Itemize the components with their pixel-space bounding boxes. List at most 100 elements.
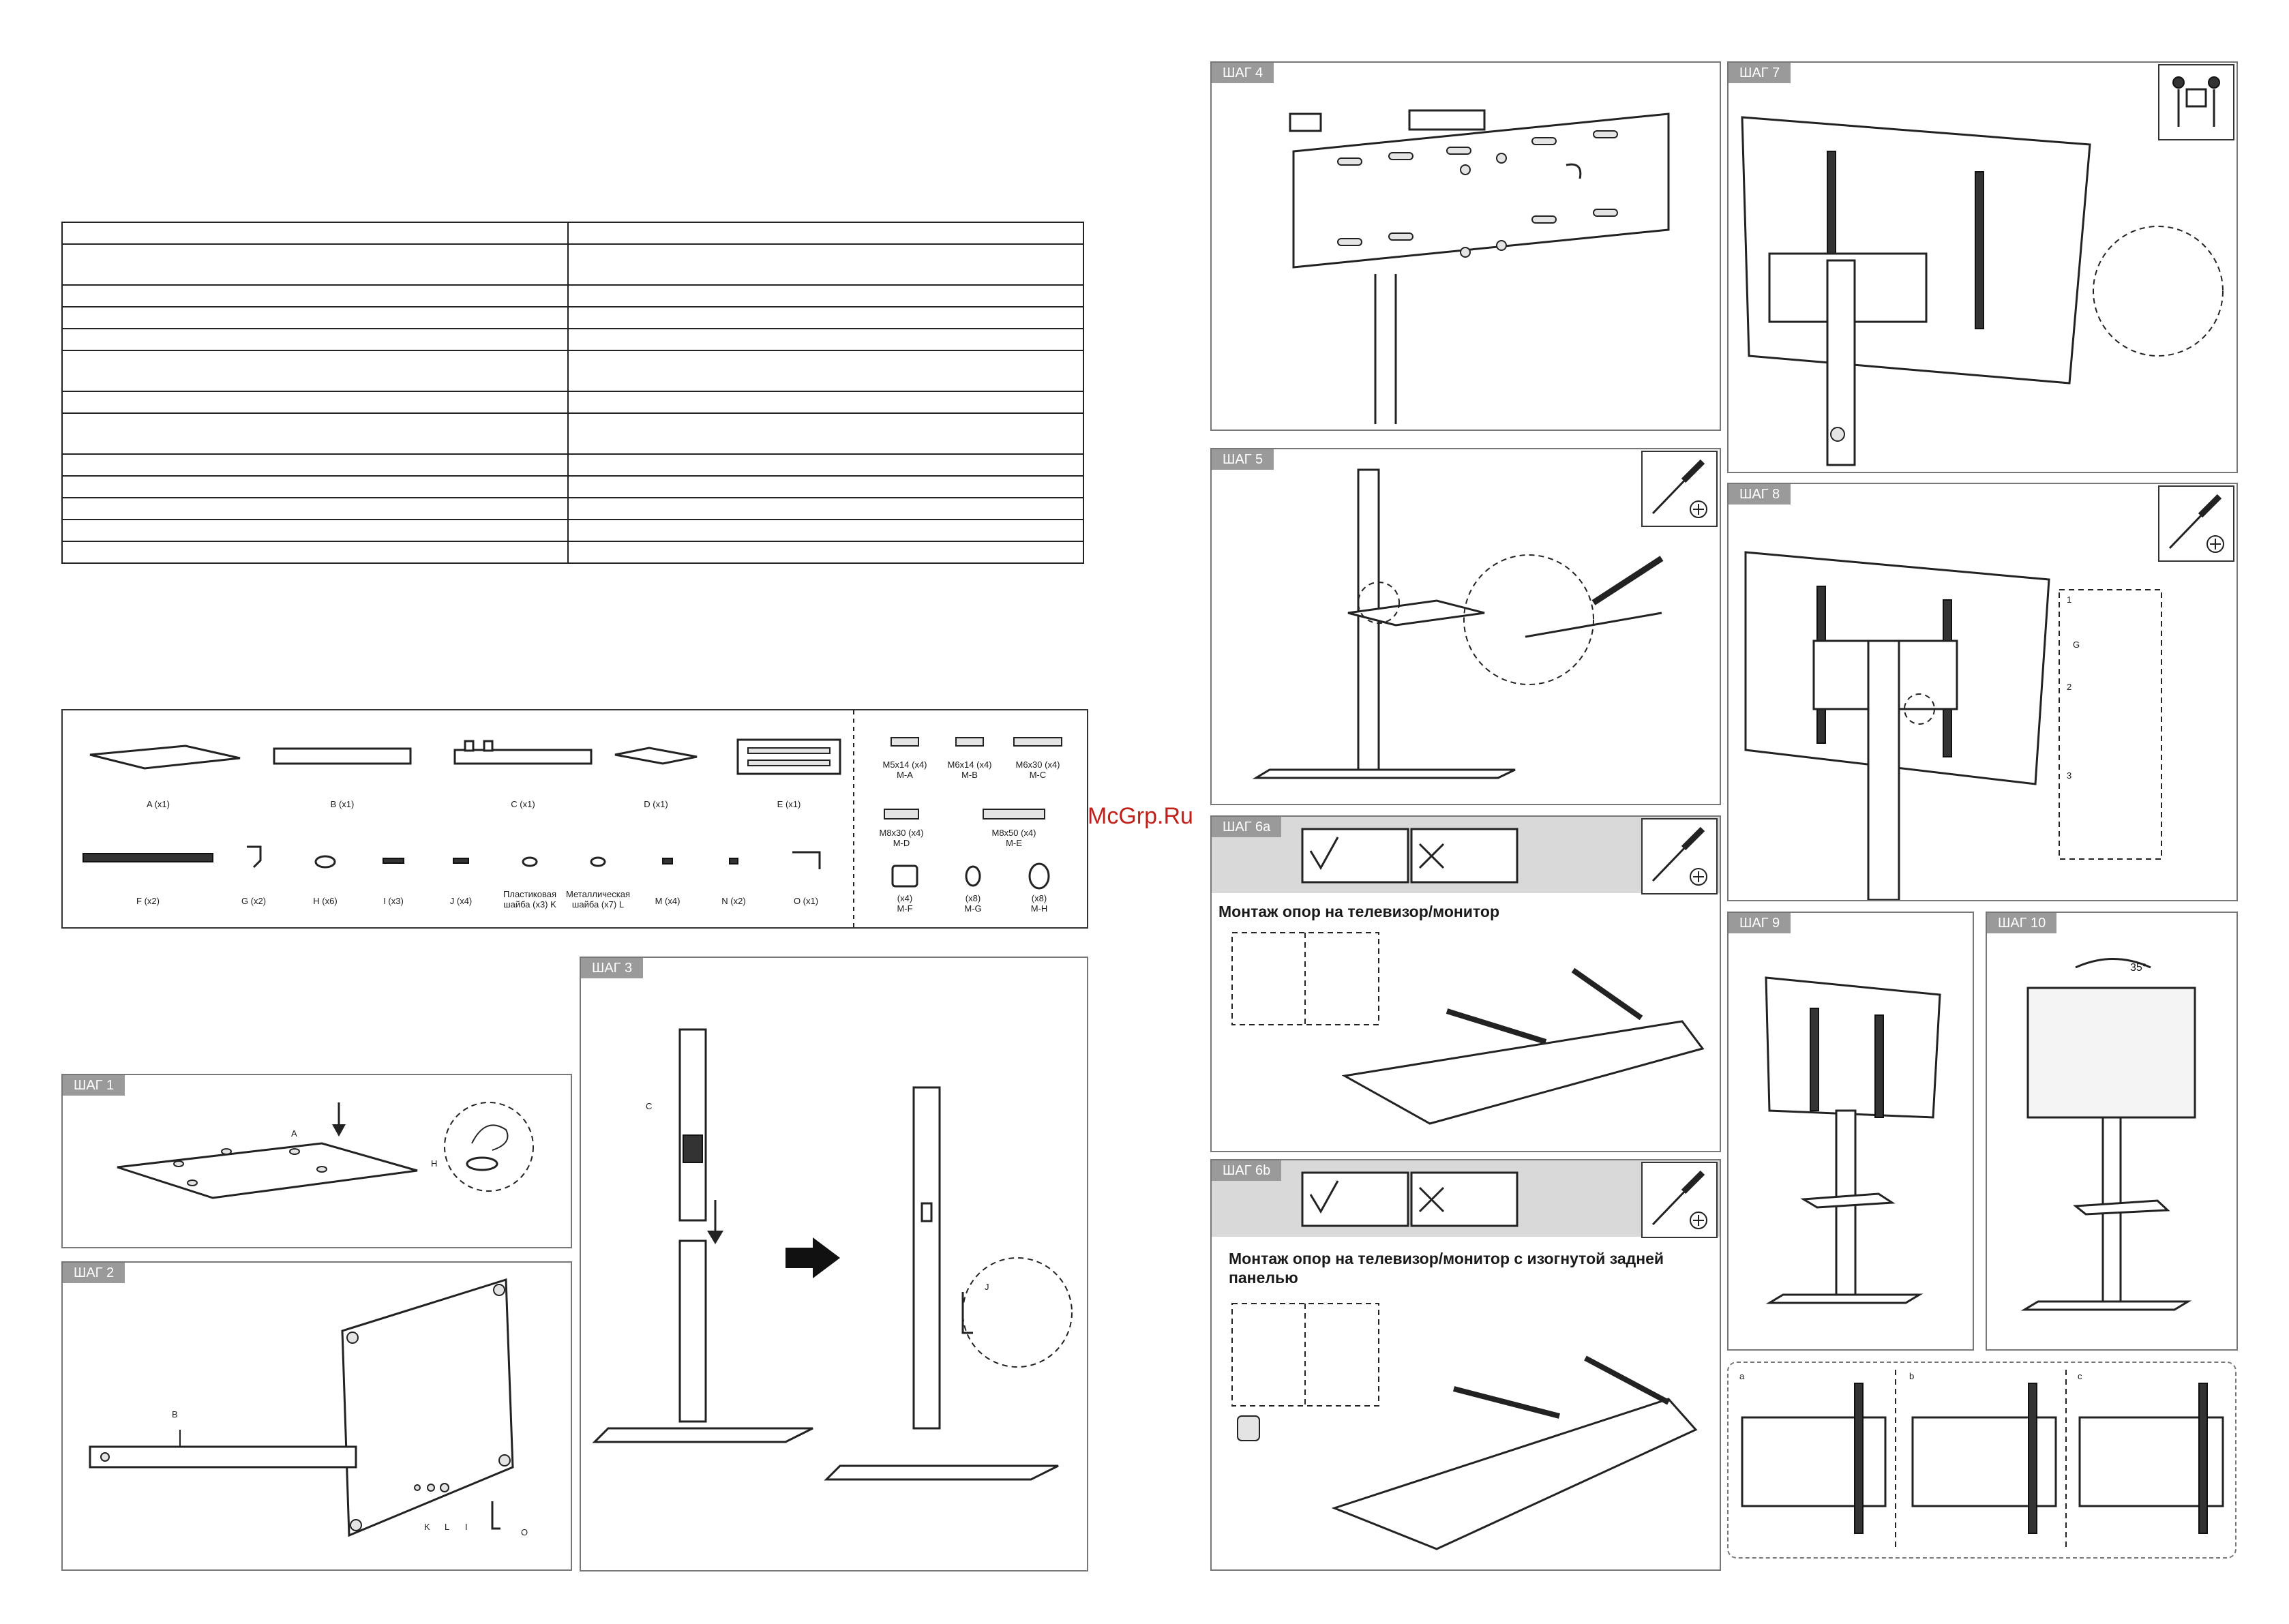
- substep-3: 3: [2067, 770, 2072, 781]
- part-label-d: D (x1): [644, 799, 668, 809]
- spec-table: [61, 222, 1084, 564]
- substeps-drawing: [1741, 1370, 2224, 1550]
- parts-drawings: [83, 710, 1062, 927]
- parts-list-panel: A (x1) B (x1) C (x1) D (x1) E (x1) F (x2…: [61, 709, 1088, 929]
- step-3-panel: ШАГ 3 C J: [580, 957, 1088, 1572]
- step-2-drawing: [89, 1278, 514, 1537]
- check-icon: [1309, 1180, 1339, 1214]
- step-10-panel: ШАГ 10 35°: [1986, 912, 2238, 1351]
- substep-c: c: [2078, 1371, 2082, 1381]
- step-7-drawing: [1741, 116, 2224, 466]
- callout-j: J: [985, 1282, 989, 1292]
- table-row: [61, 453, 1084, 477]
- step-2-panel: ШАГ 2 B K L I O: [61, 1261, 572, 1571]
- step-1-tag: ШАГ 1: [63, 1075, 125, 1096]
- cross-icon: [1418, 843, 1445, 869]
- part-label-m: M (x4): [655, 896, 680, 906]
- part-label-i: I (x3): [383, 896, 404, 906]
- part-label-a: A (x1): [147, 799, 170, 809]
- substep-2: 2: [2067, 682, 2072, 692]
- screwdriver-icon: [1651, 826, 1707, 886]
- step-9-drawing: [1765, 976, 1941, 1304]
- part-label-h: H (x6): [313, 896, 338, 906]
- callout-h: H: [431, 1158, 438, 1169]
- table-row: [61, 475, 1084, 498]
- callout-a: A: [291, 1128, 297, 1139]
- step-9-tag: ШАГ 9: [1729, 913, 1791, 933]
- screw-label-m-f: (x4)M-F: [897, 893, 913, 914]
- screw-label-m-h: (x8)M-H: [1030, 893, 1048, 914]
- part-label-b: B (x1): [330, 799, 355, 809]
- part-label-k: Пластиковая шайба (x3) K: [503, 889, 556, 909]
- table-row: [61, 306, 1084, 329]
- cross-icon: [1418, 1186, 1445, 1213]
- table-row: [61, 519, 1084, 542]
- screwdriver-tool-box-8: [2158, 485, 2234, 562]
- substep-b: b: [1909, 1371, 1915, 1381]
- step-5-tag: ШАГ 5: [1212, 449, 1274, 470]
- watermark: McGrp.Ru: [1088, 803, 1193, 829]
- step-8-drawing: [1744, 551, 2162, 900]
- step-5-panel: ШАГ 5: [1210, 448, 1721, 805]
- table-row: [61, 284, 1084, 307]
- screwdriver-icon: [2168, 494, 2224, 553]
- part-label-n: N (x2): [721, 896, 746, 906]
- part-label-g: G (x2): [241, 896, 267, 906]
- substeps-panel: a b c: [1727, 1362, 2236, 1559]
- step-6a-tag: ШАГ 6a: [1212, 817, 1282, 837]
- callout-k: K: [424, 1522, 430, 1532]
- part-label-f: F (x2): [136, 896, 160, 906]
- callout-g: G: [2073, 640, 2080, 650]
- part-label-e: E (x1): [777, 799, 801, 809]
- screw-label-m-c: M6x30 (x4)M-C: [1015, 760, 1060, 780]
- callout-i: I: [465, 1522, 468, 1532]
- callout-o: O: [521, 1527, 528, 1537]
- substep-1: 1: [2067, 595, 2072, 605]
- table-row: [61, 222, 1084, 245]
- part-label-o: O (x1): [793, 896, 819, 906]
- step-9-panel: ШАГ 9: [1727, 912, 1974, 1351]
- step-10-tag: ШАГ 10: [1987, 913, 2057, 933]
- step-1-panel: ШАГ 1 A H: [61, 1074, 572, 1248]
- step-6b-panel: ШАГ 6b Монтаж опор на телевизор/монитор …: [1210, 1159, 1721, 1571]
- mount-tv-heading: Монтаж опор на телевизор/монитор: [1218, 903, 1499, 920]
- screwdriver-tool-box-6a: [1641, 818, 1718, 894]
- step-6a-drawing: [1231, 828, 1705, 1125]
- step-6b-tag: ШАГ 6b: [1212, 1160, 1282, 1181]
- step-10-drawing: [2020, 958, 2196, 1311]
- table-row: [61, 243, 1084, 286]
- step-3-tag: ШАГ 3: [581, 958, 644, 978]
- screw-label-m-b: M6x14 (x4)M-B: [947, 760, 992, 780]
- step-6b-drawing: [1231, 1171, 1698, 1550]
- step-7-tag: ШАГ 7: [1729, 63, 1791, 83]
- rotation-label: 35°: [2130, 962, 2147, 974]
- step-7-panel: ШАГ 7: [1727, 61, 2238, 473]
- table-row: [61, 350, 1084, 392]
- table-row: [61, 497, 1084, 520]
- screw-label-m-d: M8x30 (x4)M-D: [879, 828, 924, 848]
- screw-label-m-a: M5x14 (x4)M-A: [882, 760, 927, 780]
- step-5-drawing: [1252, 468, 1664, 779]
- substep-a: a: [1739, 1371, 1745, 1381]
- table-row: [61, 391, 1084, 414]
- step-3-drawing: [592, 1028, 1073, 1481]
- check-icon: [1309, 837, 1339, 870]
- step-4-panel: ШАГ 4: [1210, 61, 1721, 431]
- two-person-tool-box: [2158, 64, 2234, 140]
- two-person-lift-icon: [2172, 76, 2220, 127]
- screwdriver-icon: [1651, 459, 1707, 518]
- step-8-panel: ШАГ 8 G 1 2 3: [1727, 483, 2238, 901]
- step-4-drawing: [1289, 109, 1670, 424]
- step-1-drawing: [117, 1102, 534, 1199]
- screw-label-m-g: (x8)M-G: [964, 893, 982, 914]
- table-row: [61, 328, 1084, 351]
- table-row: [61, 541, 1084, 564]
- part-label-j: J (x4): [449, 896, 473, 906]
- table-row: [61, 412, 1084, 455]
- part-label-l: Металлическая шайба (x7) L: [566, 889, 630, 909]
- callout-l: L: [445, 1522, 450, 1532]
- rotate-arrow-icon: [2075, 958, 2151, 969]
- screwdriver-tool-box-6b: [1641, 1162, 1718, 1238]
- screwdriver-icon: [1651, 1170, 1707, 1229]
- step-6a-panel: ШАГ 6a Монтаж опор на телевизор/монитор: [1210, 815, 1721, 1152]
